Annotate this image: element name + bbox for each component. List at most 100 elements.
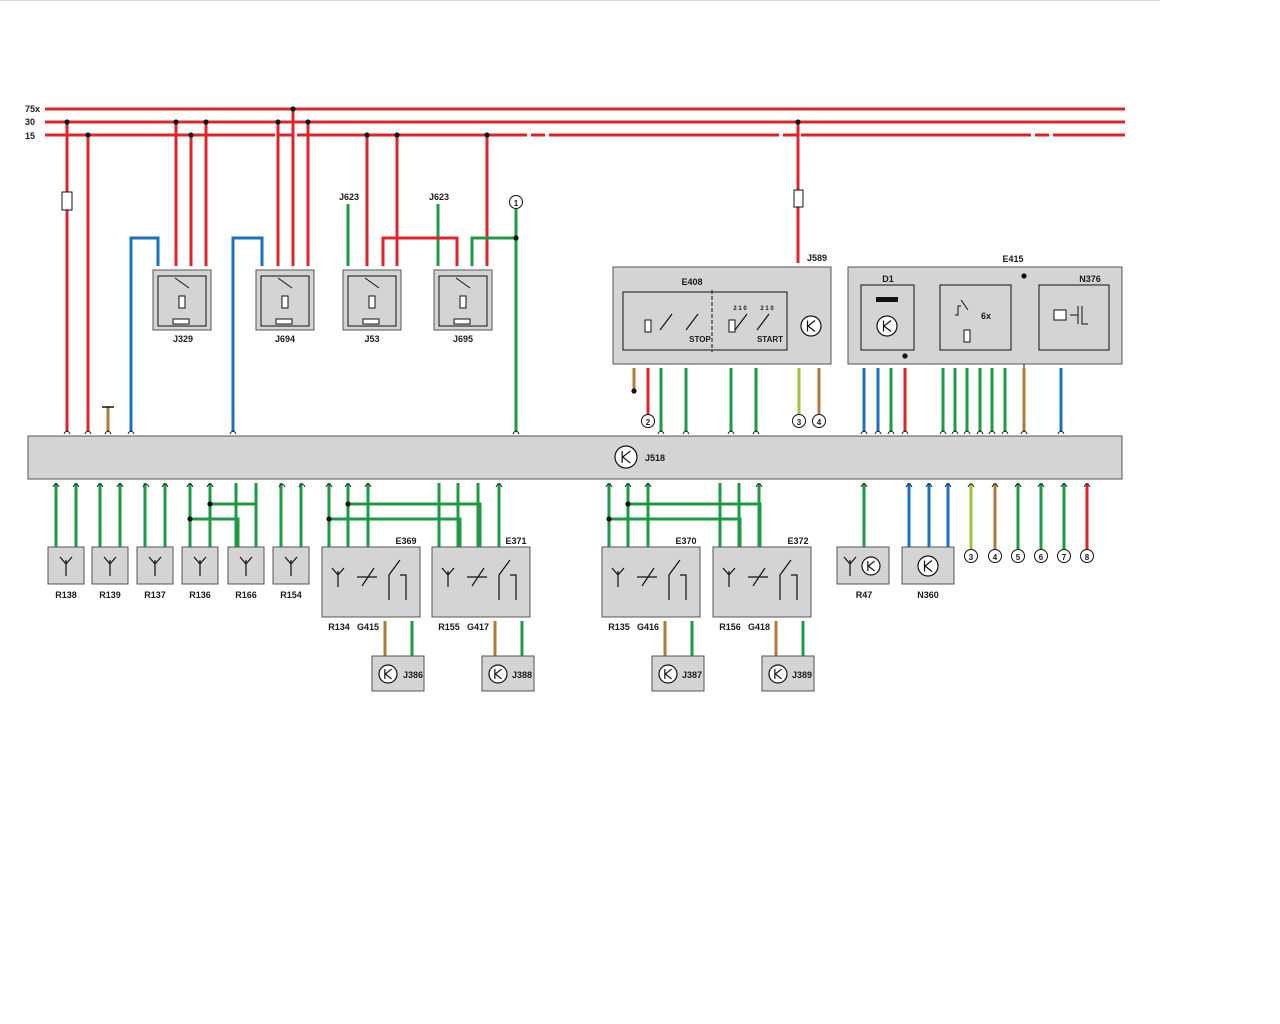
handle-antenna-icon xyxy=(441,567,455,587)
handle-label-e371: E371 xyxy=(505,536,526,546)
connector-6: 6 xyxy=(1039,553,1044,562)
e408-position-marks-left: 2 1 0 xyxy=(733,306,747,312)
connector-2: 2 xyxy=(646,418,651,427)
label-j589: J589 xyxy=(807,253,827,263)
handle-label-e370: E370 xyxy=(675,536,696,546)
j518-bottom-pin xyxy=(116,483,124,488)
junction-dot xyxy=(305,119,311,125)
handle-switch-icon xyxy=(388,559,407,600)
relay-resistor-icon xyxy=(453,318,471,325)
handle-antenna-icon xyxy=(611,567,625,587)
j518-top-pin xyxy=(512,430,520,435)
door-unit-label-j389: J389 xyxy=(792,670,812,680)
label-g416: G416 xyxy=(637,622,659,632)
junction-dot xyxy=(326,516,332,522)
connector-3: 3 xyxy=(969,553,974,562)
junction-dot xyxy=(173,119,179,125)
junction-dot xyxy=(187,516,193,522)
k-letter-icon xyxy=(664,668,672,680)
connector-7-circle xyxy=(1057,549,1071,563)
door-unit-k-icon xyxy=(658,664,678,684)
d1-label: D1 xyxy=(882,274,894,284)
j518-top-pin xyxy=(874,430,882,435)
junction-dot xyxy=(203,119,209,125)
antenna-icon xyxy=(193,556,207,576)
handle-label-e369: E369 xyxy=(395,536,416,546)
j518-bottom-pin xyxy=(325,483,333,488)
relay-inner-frame xyxy=(438,275,488,327)
connector-7: 7 xyxy=(1062,553,1067,562)
relay-contact-icon xyxy=(174,277,190,289)
j518-bottom-pin xyxy=(967,483,975,488)
label-g418: G418 xyxy=(748,622,770,632)
rail-label-30: 30 xyxy=(25,117,35,127)
relay-contact-icon xyxy=(455,277,471,289)
j518-top-pin xyxy=(657,430,665,435)
e415-switch-icon xyxy=(955,299,969,316)
handle-e371 xyxy=(431,546,531,618)
label-r156: R156 xyxy=(719,622,741,632)
j518-bottom-pin xyxy=(72,483,80,488)
j518-top-pin xyxy=(976,430,984,435)
handle-switch-icon xyxy=(779,559,798,600)
j694-to-j518-blue xyxy=(231,236,264,432)
j518-top-pin xyxy=(752,430,760,435)
j518-k-icon xyxy=(614,445,638,469)
junction-dot xyxy=(631,388,637,394)
e408-title: E408 xyxy=(681,277,702,287)
r47-antenna-icon xyxy=(843,556,857,576)
label-g415: G415 xyxy=(357,622,379,632)
j518-bottom-pin xyxy=(96,483,104,488)
connector-2-circle xyxy=(641,414,655,428)
junction-dot xyxy=(394,132,400,138)
j518-top-pin xyxy=(860,430,868,435)
e408-resistor-icon xyxy=(644,319,652,333)
j518-top-pin xyxy=(127,430,135,435)
relay-contact-icon xyxy=(277,277,293,289)
antenna-label-r154: R154 xyxy=(280,590,302,600)
switch-count-label: 6x xyxy=(981,311,991,321)
j518-label: J518 xyxy=(645,453,665,463)
handle-sensor-icon xyxy=(467,567,487,587)
junction-dot xyxy=(290,106,296,112)
connector-4-circle xyxy=(988,549,1002,563)
junction-dot xyxy=(513,235,519,241)
j329-to-j518-blue xyxy=(129,236,160,432)
n376-label: N376 xyxy=(1079,274,1101,284)
relay-inner-frame xyxy=(157,275,207,327)
e408-k-icon xyxy=(800,315,822,337)
j518-bottom-pin xyxy=(206,483,214,488)
e408-ignition-module xyxy=(612,266,832,365)
label-j623-a: J623 xyxy=(339,192,359,202)
r47-k-icon xyxy=(861,556,881,576)
k-letter-icon xyxy=(774,668,782,680)
label-g417: G417 xyxy=(467,622,489,632)
j518-top-pin xyxy=(963,430,971,435)
j518-top-pin xyxy=(104,430,112,435)
j518-bottom-pin xyxy=(1037,483,1045,488)
relay-label-j53: J53 xyxy=(364,334,379,344)
j53-to-j695-link xyxy=(397,236,459,266)
connector-3-circle xyxy=(964,549,978,563)
j518-bottom-pin xyxy=(142,483,150,488)
junction-dot xyxy=(606,516,612,522)
j518-bottom-pin xyxy=(905,483,913,488)
relay-resistor-icon xyxy=(172,318,190,325)
j695-green-link xyxy=(470,236,516,266)
label-j623-b: J623 xyxy=(429,192,449,202)
j518-top-pin xyxy=(988,430,996,435)
fuse-icon xyxy=(61,191,73,211)
antenna-bridge-1 xyxy=(190,517,240,547)
j518-bottom-pin xyxy=(161,483,169,488)
connector-3-top: 3 xyxy=(797,418,802,427)
j518-bottom-pin xyxy=(1060,483,1068,488)
e408-stop-label: STOP xyxy=(689,335,711,344)
junction-dot xyxy=(484,132,490,138)
handle-e369 xyxy=(321,546,421,618)
j518-bottom-pin xyxy=(52,483,60,488)
e408-start-label: START xyxy=(757,335,783,344)
j518-bottom-pin xyxy=(991,483,999,488)
j518-bottom-pin xyxy=(278,483,286,488)
label-r47: R47 xyxy=(856,590,873,600)
junction-dot xyxy=(85,132,91,138)
